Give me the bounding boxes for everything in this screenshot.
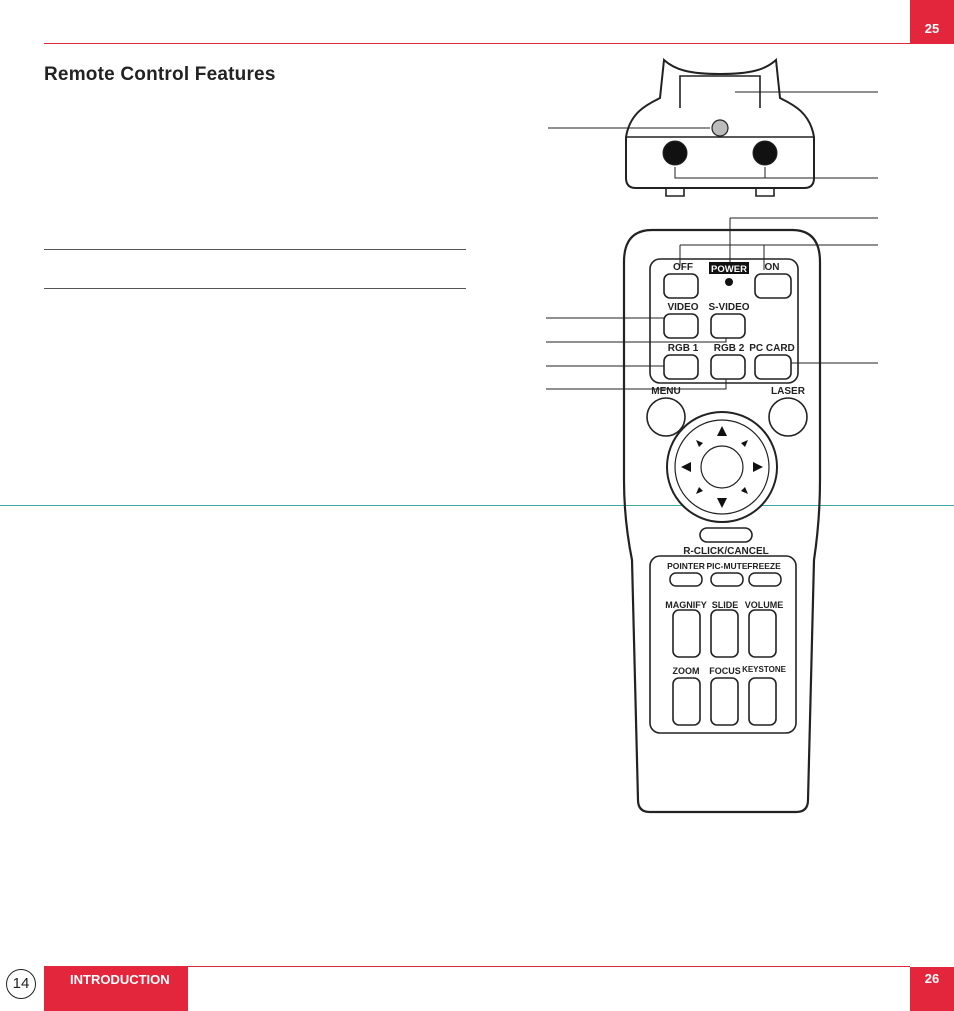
rgb2-label: RGB 2 [714, 343, 745, 354]
select-button [700, 445, 744, 489]
rclick-cancel-button [699, 527, 753, 543]
page-circle-number: 14 [6, 969, 36, 999]
arrow-down-icon [717, 498, 727, 508]
laser-window-icon [711, 119, 729, 137]
focus-rocker [710, 677, 739, 726]
header-rule [44, 43, 910, 44]
magnify-rocker [672, 609, 701, 658]
keystone-label: KEYSTONE [742, 665, 787, 674]
page-split-line [0, 505, 954, 506]
section-tab: INTRODUCTION [44, 967, 188, 1011]
page-number-top: 25 [910, 0, 954, 44]
rclick-label: R-CLICK/CANCEL [683, 546, 769, 557]
picmute-label: PIC-MUTE [706, 561, 747, 571]
power-label: POWER [711, 264, 747, 275]
divider-line-1 [44, 249, 466, 250]
volume-label: VOLUME [745, 600, 784, 610]
slide-label: SLIDE [712, 600, 739, 610]
zoom-label: ZOOM [673, 666, 700, 676]
laser-label: LASER [771, 386, 806, 397]
ir-sensor-right-icon [752, 140, 778, 166]
rgb2-button [710, 354, 746, 380]
volume-rocker [748, 609, 777, 658]
pccard-label: PC CARD [749, 343, 795, 354]
freeze-button [748, 572, 782, 587]
arrow-up-icon [717, 426, 727, 436]
ir-sensor-left-icon [662, 140, 688, 166]
arrow-upright-icon [741, 440, 748, 447]
keystone-rocker [748, 677, 777, 726]
picmute-button [710, 572, 744, 587]
arrow-upleft-icon [696, 440, 703, 447]
menu-button [646, 397, 686, 437]
rgb1-button [663, 354, 699, 380]
menu-label: MENU [651, 386, 680, 397]
divider-line-2 [44, 288, 466, 289]
pccard-button [754, 354, 792, 380]
video-button [663, 313, 699, 339]
svideo-label: S-VIDEO [708, 302, 749, 313]
laser-button [768, 397, 808, 437]
slide-rocker [710, 609, 739, 658]
arrow-downright-icon [741, 487, 748, 494]
off-label: OFF [673, 262, 693, 273]
power-indicator-icon [725, 278, 733, 286]
pointer-label: POINTER [667, 561, 705, 571]
svideo-button [710, 313, 746, 339]
arrow-right-icon [753, 462, 763, 472]
zoom-rocker [672, 677, 701, 726]
focus-label: FOCUS [709, 666, 741, 676]
rgb1-label: RGB 1 [668, 343, 699, 354]
freeze-label: FREEZE [747, 561, 781, 571]
on-label: ON [765, 262, 780, 273]
pointer-button [669, 572, 703, 587]
off-button [663, 273, 699, 299]
arrow-downleft-icon [696, 487, 703, 494]
arrow-left-icon [681, 462, 691, 472]
page-title: Remote Control Features [44, 64, 276, 85]
page-number-bottom: 26 [910, 967, 954, 1011]
magnify-label: MAGNIFY [665, 600, 707, 610]
video-label: VIDEO [667, 302, 698, 313]
footer-rule [44, 966, 910, 967]
on-button [754, 273, 792, 299]
